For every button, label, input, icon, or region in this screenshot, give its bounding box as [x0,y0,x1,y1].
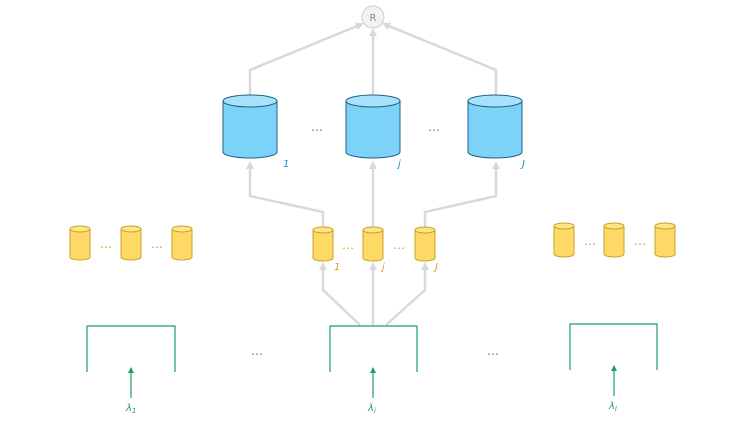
mid-ellipsis: … [393,238,405,252]
bottom-ellipsis: … [251,344,263,358]
yellow-cylinder [603,222,625,258]
yellow-cylinder [553,222,575,258]
bottom-ellipsis: … [487,344,499,358]
top-store-j: j [345,94,401,170]
mid-center-group: 1 j J … … [312,226,438,273]
store-to-root-arrows [248,22,498,96]
mid-cylinder-label: J [433,262,438,273]
top-store-label: j [396,159,401,170]
arrow-cyl-J-to-store-J [423,161,500,228]
source-bracket-i [329,325,418,398]
yellow-cylinder-1: 1 [312,226,340,273]
mid-ellipsis: … [634,234,646,248]
mid-ellipsis: … [151,237,163,251]
mid-cylinder-label: j [380,262,385,273]
arrow-source-to-cyl-J [385,262,429,326]
mid-ellipsis: … [100,237,112,251]
arrow-store-1-to-root [248,22,364,96]
top-ellipsis: … [311,120,323,134]
yellow-cylinder [69,225,91,261]
top-store-label: J [520,159,525,170]
arrow-store-J-to-root [382,22,498,96]
top-store-J: J [467,94,525,170]
mid-cylinder-label: 1 [334,262,340,273]
arrow-cyl-1-to-store-1 [246,161,325,228]
source-bracket-I [569,323,658,396]
yellow-cylinder-j: j [362,226,385,273]
source-to-cylinder-arrows [319,262,429,326]
yellow-cylinder [171,225,193,261]
source-label: λi [367,403,376,415]
yellow-cylinder [654,222,676,258]
top-ellipsis: … [428,120,440,134]
cylinder-to-store-arrows [246,161,500,228]
mid-ellipsis: … [342,238,354,252]
source-bracket-1 [86,325,176,398]
root-label: R [370,13,377,24]
top-store-1: 1 [222,94,289,170]
yellow-cylinder [120,225,142,261]
mid-ellipsis: … [584,234,596,248]
top-store-label: 1 [283,159,289,170]
mid-right-group: … … [553,222,676,258]
source-label: λI [608,401,617,413]
root-node: R [361,5,385,29]
arrow-source-to-cyl-1 [319,262,361,326]
yellow-cylinder-J: J [414,226,438,273]
mid-left-group: … … [69,225,193,261]
source-label: λ1 [125,403,136,415]
